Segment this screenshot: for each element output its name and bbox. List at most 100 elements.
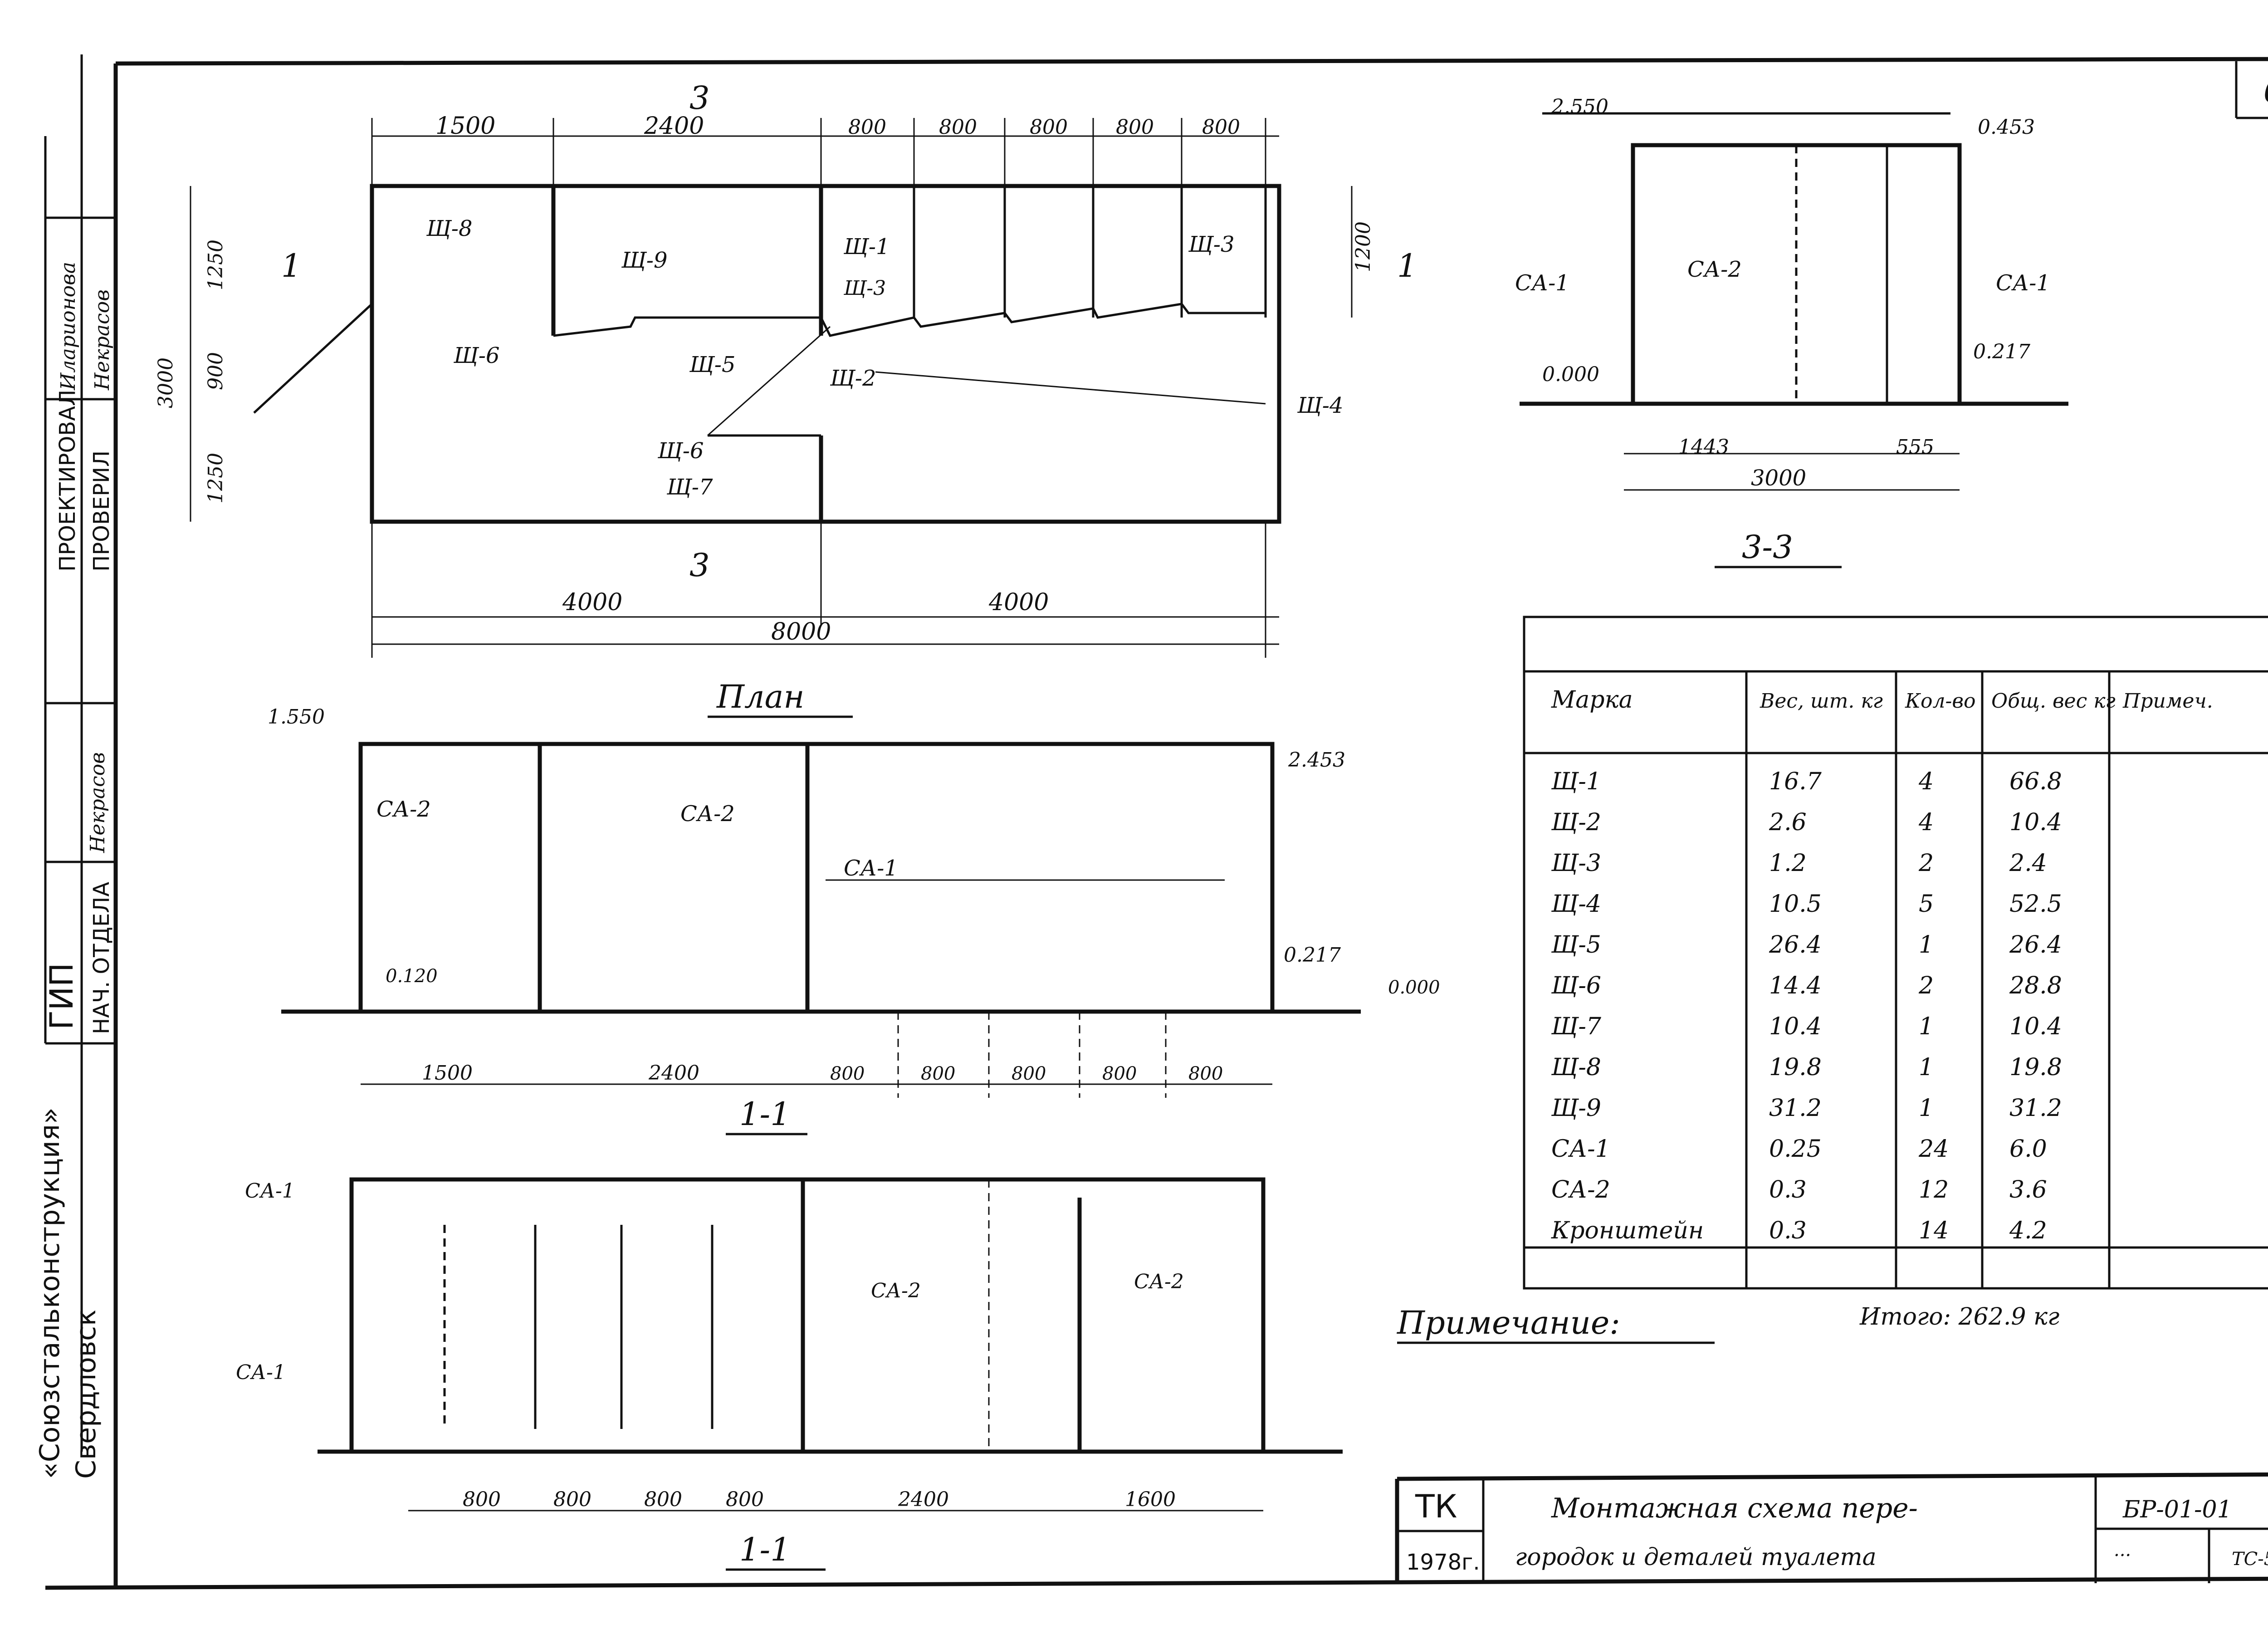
table-total: Итого: 262.9 кг [1859, 1303, 2059, 1331]
plan-mark-sch8: Щ-8 [426, 216, 473, 241]
s33-elev-bottom-left: 0.000 [1542, 363, 1599, 386]
stamp-gip: ГИП [43, 963, 80, 1030]
s11b-mark-3: СА-2 [1134, 1270, 1184, 1293]
s11-dim-1: 1500 [422, 1062, 473, 1085]
s11b-title: 1-1 [739, 1531, 791, 1568]
s33-dim-3: 3000 [1751, 465, 1806, 491]
sheet-number-box: 6 [2235, 61, 2268, 119]
plan-right-dim: 1200 [1352, 221, 1375, 272]
s11-mark-3: СА-1 [844, 856, 898, 881]
table-cell: 31.2 [2009, 1095, 2062, 1122]
plan-section-mark-bottom: 3 [689, 547, 710, 584]
title-code: БР-01-01 [2122, 1496, 2232, 1523]
section-1-1: 1.550 2.453 0.120 0.217 0.000 1500 2400 … [268, 705, 1440, 1135]
section-1-1-lower: 800 800 800 800 2400 1600 СА-1 СА-2 СА-2… [236, 1177, 1343, 1571]
table-cell: 1 [1919, 1095, 1934, 1122]
title-line-1: Монтажная схема пере- [1551, 1492, 1918, 1524]
s33-mark-2: СА-2 [1687, 257, 1742, 282]
table-cell: Щ-9 [1551, 1095, 1601, 1122]
plan-mark-sch1: Щ-1 [843, 234, 890, 259]
plan-section-mark-right: 1 [1397, 247, 1418, 284]
s11-dim-5: 800 [1012, 1063, 1046, 1084]
stamp-proveril: ПРОВЕРИЛ [89, 450, 114, 572]
stamp-org-line2: Свердловск [70, 1310, 102, 1479]
table-header-total: Общ. вес кг [1991, 690, 2116, 713]
stamp-proektiroval-name: Иларионова [57, 262, 80, 391]
table-cell: Щ-1 [1551, 768, 1601, 795]
plan-left-dim-1: 1250 [204, 240, 227, 290]
plan-mark-sch7: Щ-7 [666, 475, 713, 500]
table-cell: 5 [1919, 890, 1934, 918]
s33-elev-top-left: 2.550 [1551, 95, 1608, 118]
title-org: ТК [1415, 1488, 1457, 1525]
stamp-gip-name: Некрасов [86, 752, 109, 853]
table-cell: 0.3 [1769, 1217, 1807, 1244]
table-cell: Щ-7 [1551, 1013, 1602, 1040]
plan-bottom-dim-2: 4000 [988, 589, 1049, 616]
title-cell-a: ... [2114, 1540, 2131, 1561]
s11-dim-7: 800 [1188, 1063, 1223, 1084]
table-cell: 31.2 [1769, 1095, 1822, 1122]
table-cell: 4 [1918, 809, 1934, 836]
table-cell: 14 [1919, 1217, 1949, 1244]
table-cell: 26.4 [1769, 931, 1822, 959]
table-cell: 0.3 [1769, 1176, 1807, 1203]
s11b-dim-4: 800 [726, 1488, 764, 1511]
s11-dim-3: 800 [830, 1063, 865, 1084]
plan-mark-sch2: Щ-2 [830, 366, 876, 391]
table-cell: 2.6 [1769, 809, 1807, 836]
table-cell: 28.8 [2009, 972, 2062, 999]
s11-dim-4: 800 [921, 1063, 955, 1084]
s11b-dim-5: 2400 [898, 1488, 949, 1511]
title-line-2: городок и деталей туалета [1515, 1544, 1877, 1571]
table-cell: Щ-8 [1551, 1054, 1601, 1081]
table-cell: 2 [1918, 972, 1934, 999]
table-cell: Щ-2 [1551, 809, 1601, 836]
table-cell: 1 [1919, 931, 1934, 959]
stamp-proveril-name: Некрасов [91, 289, 114, 391]
s11-dim-2: 2400 [648, 1062, 699, 1085]
note-label: Примечание: [1396, 1304, 1620, 1341]
s11-elev-bottom-right: 0.217 [1284, 944, 1341, 967]
s33-dim-2: 555 [1896, 435, 1934, 459]
table-header-count: Кол-во [1905, 690, 1976, 713]
table-cell: 6.0 [2009, 1135, 2047, 1163]
plan-mark-sch3a: Щ-3 [843, 277, 886, 300]
stamp-nach-otdela: НАЧ. ОТДЕЛА [89, 882, 114, 1034]
table-cell: 0.25 [1769, 1135, 1822, 1163]
plan-top-dim-2: 2400 [644, 113, 704, 140]
s33-title: 3-3 [1742, 528, 1793, 566]
table-cell: 19.8 [2009, 1054, 2062, 1081]
plan-mark-sch5: Щ-5 [689, 352, 736, 377]
table-header-weight: Вес, шт. кг [1760, 690, 1883, 713]
plan-top-dim-3: 800 [848, 116, 886, 139]
plan-section-mark-left: 1 [281, 247, 302, 284]
plan-mark-sch4: Щ-4 [1297, 393, 1344, 418]
table-cell: 52.5 [2009, 890, 2062, 918]
section-3-3: 2.550 0.453 0.000 0.217 1443 555 3000 СА… [1515, 95, 2068, 568]
table-cell: 1 [1919, 1013, 1934, 1040]
table-cell: 4.2 [2009, 1217, 2047, 1244]
table-cell: СА-2 [1551, 1176, 1610, 1203]
stamp-org-line1: «Союзстальконструкция» [34, 1107, 66, 1479]
table-cell: 24 [1918, 1135, 1949, 1163]
table-cell: 19.8 [1769, 1054, 1822, 1081]
table-cell: Щ-5 [1551, 931, 1601, 959]
table-cell: 4 [1918, 768, 1934, 795]
stamp-proektiroval: ПРОЕКТИРОВАЛ [55, 390, 80, 572]
table-cell: 26.4 [2009, 931, 2062, 959]
table-cell: 10.4 [1769, 1013, 1822, 1040]
s11-title: 1-1 [739, 1096, 791, 1133]
plan-mark-sch3b: Щ-3 [1188, 232, 1235, 257]
table-header-note: Примеч. [2122, 690, 2213, 713]
s11b-mark-1: СА-1 [245, 1179, 295, 1203]
table-cell: 16.7 [1769, 768, 1822, 795]
s11b-mark-4: СА-1 [236, 1361, 286, 1384]
table-cell: Щ-4 [1551, 890, 1601, 918]
plan-top-dim-5: 800 [1030, 116, 1068, 139]
plan-left-dim-3: 1250 [204, 453, 227, 504]
table-cell: 10.4 [2009, 809, 2062, 836]
title-cell-b: ТС-5 [2232, 1549, 2268, 1570]
side-stamp: ПРОЕКТИРОВАЛ Иларионова ПРОВЕРИЛ Некрасо… [34, 54, 116, 1479]
